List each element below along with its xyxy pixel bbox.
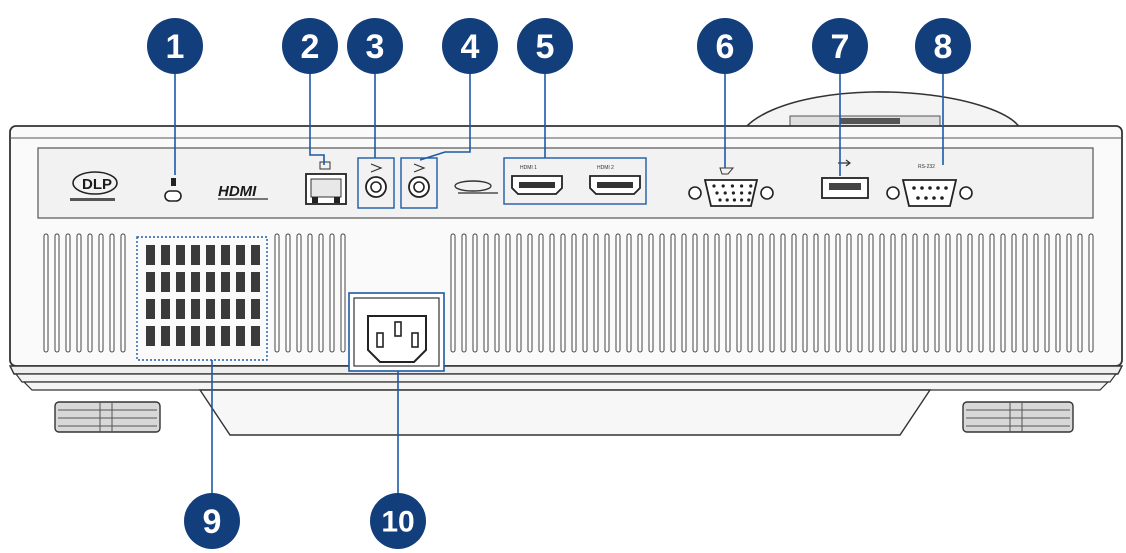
svg-text:HDMI: HDMI: [218, 183, 257, 200]
svg-text:6: 6: [716, 28, 735, 66]
svg-text:RS-232: RS-232: [918, 164, 935, 170]
right-foot: [962, 401, 1074, 433]
hdmi-logo: HDMI: [218, 183, 268, 200]
svg-text:DLP: DLP: [82, 176, 112, 193]
callout-badge-8: 8: [915, 18, 971, 74]
power-inlet: [348, 292, 445, 372]
svg-text:2: 2: [301, 28, 320, 66]
callout-lines: [174, 74, 944, 500]
audio-out-jack: [357, 157, 395, 209]
callout-badge-6: 6: [697, 18, 753, 74]
svg-text:8: 8: [934, 28, 953, 66]
usb-port: [821, 159, 869, 199]
svg-text:HDMI 1: HDMI 1: [520, 165, 537, 171]
left-foot: [54, 401, 161, 433]
svg-text:10: 10: [381, 506, 414, 539]
rs232-port: RS-232: [886, 164, 973, 207]
dlp-logo: DLP: [70, 171, 118, 201]
callout-badge-3: 3: [347, 18, 403, 74]
svg-text:5: 5: [536, 28, 555, 66]
casting-logo: [454, 180, 498, 194]
lan-port: [305, 161, 347, 205]
svg-text:7: 7: [831, 28, 850, 66]
vga-port: [688, 167, 774, 207]
svg-text:9: 9: [203, 503, 222, 541]
callout-badge-9: 9: [184, 493, 240, 549]
svg-text:4: 4: [461, 28, 480, 66]
callout-badge-4: 4: [442, 18, 498, 74]
svg-text:HDMI 2: HDMI 2: [597, 165, 614, 171]
rear-vent-slats: [43, 233, 1094, 353]
svg-text:3: 3: [366, 28, 385, 66]
speaker-grille: [136, 236, 268, 361]
callout-badge-1: 1: [147, 18, 203, 74]
callout-badge-10: 10: [370, 493, 426, 549]
callout-badge-7: 7: [812, 18, 868, 74]
kensington-lock-slot: [164, 178, 182, 202]
audio-in-jack: [400, 157, 438, 209]
callout-badge-2: 2: [282, 18, 338, 74]
svg-text:1: 1: [166, 28, 185, 66]
callout-badge-5: 5: [517, 18, 573, 74]
hdmi-ports-group: HDMI 1 HDMI 2: [503, 157, 647, 205]
